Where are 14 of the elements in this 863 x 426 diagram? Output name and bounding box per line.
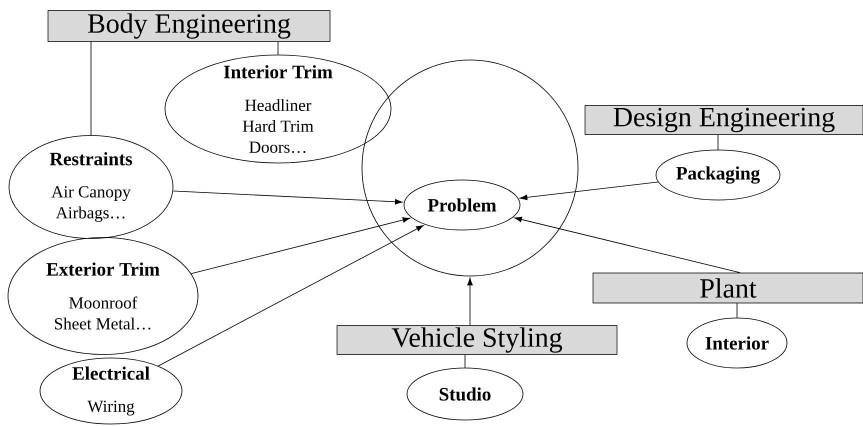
- arrow: [520, 182, 658, 200]
- connector-line: [736, 302, 738, 318]
- circle-outline: [362, 60, 578, 276]
- department-box: Design Engineering: [584, 105, 863, 135]
- department-box: Body Engineering: [48, 10, 330, 42]
- connector-line: [464, 354, 466, 368]
- department-box: Vehicle Styling: [336, 325, 618, 355]
- arrow: [514, 216, 740, 274]
- arrow: [158, 225, 424, 366]
- arrow: [467, 278, 473, 326]
- connector-line: [90, 41, 92, 136]
- arrow: [190, 217, 410, 274]
- department-box: Plant: [592, 272, 863, 304]
- arrow: [172, 190, 403, 204]
